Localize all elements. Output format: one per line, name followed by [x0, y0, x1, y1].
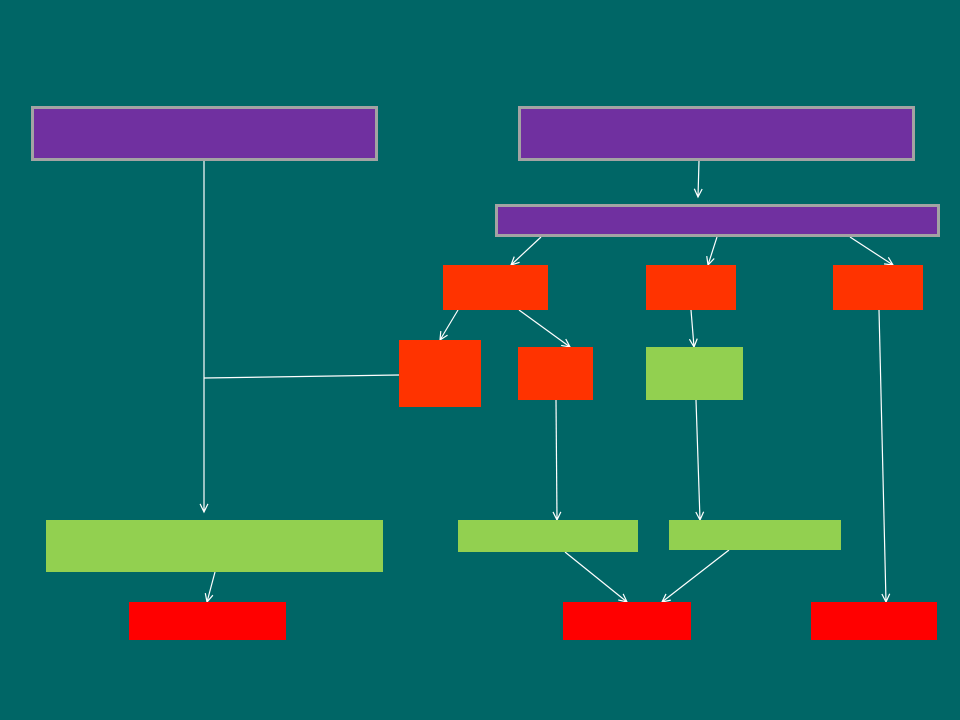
branch-box-3	[833, 265, 923, 310]
result-box-right	[669, 520, 841, 550]
top-left-box	[31, 106, 378, 161]
branch-box-2	[646, 265, 736, 310]
arrowhead	[204, 593, 214, 604]
arrowhead	[883, 256, 895, 266]
arrowhead	[552, 511, 562, 522]
connector-top-left-box-to-result-box-left	[199, 161, 209, 514]
connector-middle-bar-to-branch-box-2	[706, 236, 718, 267]
arrowhead	[693, 188, 703, 199]
result-box-middle	[458, 520, 638, 552]
connector-sub-box-1-to-top-left-box	[203, 374, 400, 379]
arrowhead	[660, 593, 671, 603]
middle-bar	[495, 204, 940, 237]
connector-result-box-right-to-final-box-middle	[660, 549, 730, 603]
arrowhead	[706, 256, 715, 267]
sub-box-2	[518, 347, 593, 400]
arrowhead	[881, 593, 891, 604]
arrowhead	[199, 503, 209, 514]
arrowhead	[509, 256, 520, 266]
sub-box-3	[646, 347, 743, 400]
sub-box-1	[399, 340, 481, 407]
connector-top-right-box-to-middle-bar	[693, 160, 703, 199]
final-box-left	[129, 602, 286, 640]
connector-result-box-middle-to-final-box-middle	[564, 551, 629, 603]
connector-result-box-left-to-final-box-left	[204, 571, 216, 604]
result-box-left	[46, 520, 383, 572]
arrowhead	[695, 511, 705, 522]
arrowhead	[561, 338, 572, 348]
branch-box-1	[443, 265, 548, 310]
connector-branch-box-1-to-sub-box-2	[518, 309, 572, 348]
connector-branch-box-3-to-final-box-right	[878, 309, 891, 604]
connector-branch-box-2-to-sub-box-3	[688, 309, 698, 349]
arrowhead	[439, 330, 448, 342]
connector-sub-box-3-to-result-box-right	[695, 399, 705, 522]
connector-middle-bar-to-branch-box-1	[509, 236, 542, 266]
connector-sub-box-2-to-result-box-middle	[552, 399, 562, 522]
connector-middle-bar-to-branch-box-3	[849, 236, 895, 266]
arrowhead	[688, 338, 698, 349]
final-box-middle	[563, 602, 691, 640]
top-right-box	[518, 106, 915, 161]
arrowhead	[618, 593, 629, 603]
connector-branch-box-1-to-sub-box-1	[439, 309, 459, 342]
final-box-right	[811, 602, 937, 640]
